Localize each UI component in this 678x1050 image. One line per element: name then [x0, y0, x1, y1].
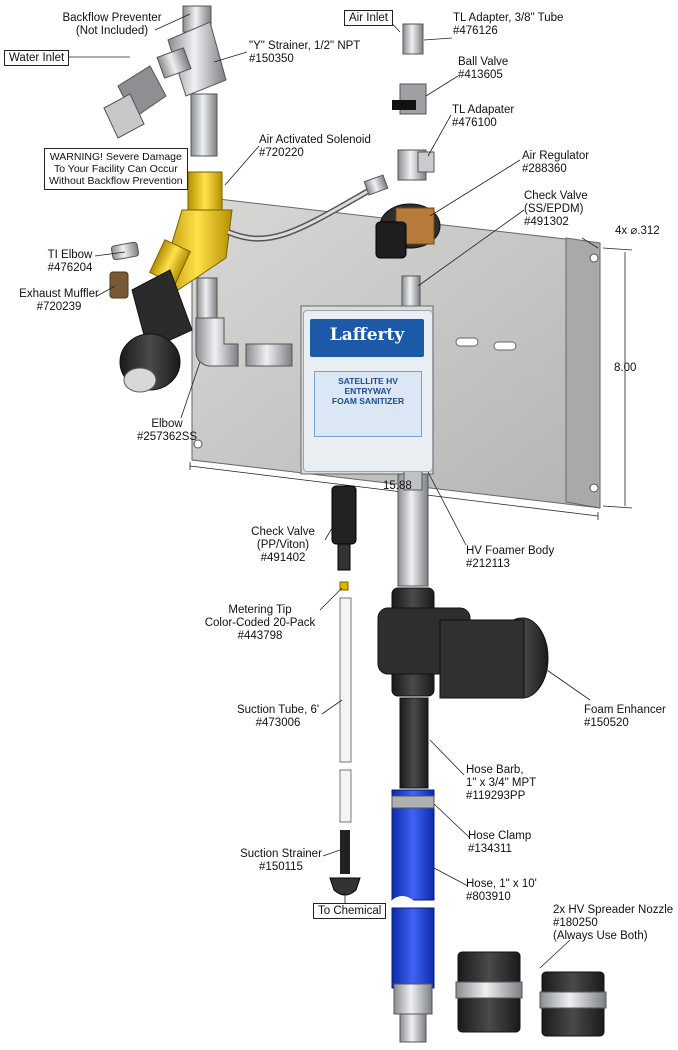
product-title: SATELLITE HV ENTRYWAY FOAM SANITIZER [314, 371, 422, 437]
label-height-dimension: 8.00 [614, 362, 637, 374]
air-tube [226, 174, 389, 242]
product-label: Lafferty SATELLITE HV ENTRYWAY FOAM SANI… [303, 310, 433, 472]
spreader-nozzles [455, 951, 607, 1037]
label-to-chemical: To Chemical [313, 903, 387, 919]
label-air-solenoid: Air Activated Solenoid#720220 [259, 134, 371, 159]
label-check-valve-ss: Check Valve(SS/EPDM)#491302 [524, 190, 588, 228]
label-air-inlet: Air Inlet [344, 10, 393, 26]
label-hose: Hose, 1" x 10'#803910 [466, 878, 537, 903]
label-width-dimension: 15.88 [383, 480, 412, 492]
check-valve-pp [331, 485, 357, 571]
label-tl-elbow: TI Elbow#476204 [47, 249, 93, 274]
label-hose-barb: Hose Barb,1" x 3/4" MPT#119293PP [466, 764, 537, 802]
backflow-preventer [103, 5, 227, 139]
hose-barb [399, 697, 429, 789]
suction-strainer [329, 830, 361, 896]
label-hv-foamer-body: HV Foamer Body#212113 [466, 545, 555, 570]
label-suction-tube: Suction Tube, 6'#473006 [236, 704, 320, 729]
label-exhaust-muffler: Exhaust Muffler#720239 [19, 288, 99, 313]
hose [391, 789, 435, 1043]
label-air-regulator: Air Regulator#288360 [522, 150, 590, 175]
metering-tip [339, 581, 349, 591]
label-elbow: Elbow#257362SS [136, 418, 198, 443]
label-hose-clamp: Hose Clamp#134311 [468, 830, 532, 855]
suction-tube [339, 597, 352, 823]
label-y-strainer: "Y" Strainer, 1/2" NPT#150350 [249, 40, 361, 65]
leader-lines [66, 13, 591, 969]
label-foam-enhancer: Foam Enhancer#150520 [584, 704, 666, 729]
elbow-fitting [195, 277, 293, 367]
label-tl-adapter-tube: TL Adapter, 3/8" Tube#476126 [453, 12, 564, 37]
label-suction-strainer: Suction Strainer#150115 [240, 848, 322, 873]
label-backflow-preventer: Backflow Preventer(Not Included) [62, 12, 162, 37]
label-tl-adapater: TL Adapater#476100 [452, 104, 515, 129]
label-check-valve-pp: Check Valve(PP/Viton)#491402 [251, 526, 315, 564]
label-ball-valve: Ball Valve#413605 [458, 56, 509, 81]
air-activated-solenoid [149, 171, 233, 291]
air-valve-body [109, 241, 193, 393]
foam-enhancer [377, 587, 549, 699]
label-water-inlet: Water Inlet [4, 50, 70, 66]
air-regulator [375, 203, 441, 259]
brand-logo: Lafferty [310, 319, 424, 357]
y-strainer-nipple [190, 93, 218, 157]
air-inlet-fittings [392, 23, 435, 181]
label-mounting-holes: 4x ⌀.312 [615, 225, 660, 237]
dimension-lines [189, 237, 633, 520]
label-spreader-nozzle: 2x HV Spreader Nozzle#180250(Always Use … [553, 904, 674, 942]
